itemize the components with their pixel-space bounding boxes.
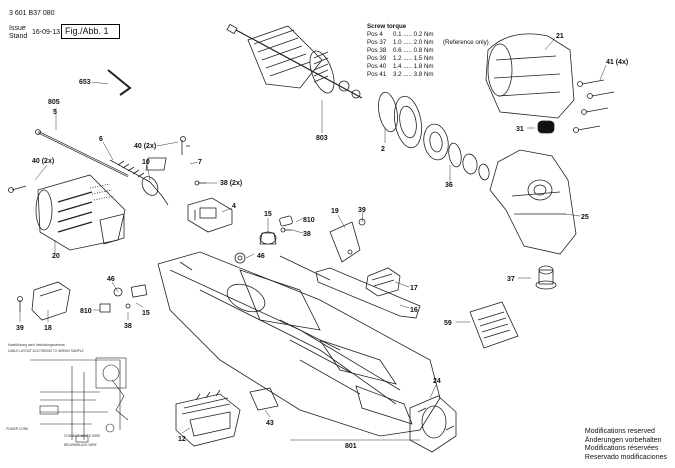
callout-12: 12 (178, 436, 186, 443)
callout-15b: 15 (142, 310, 150, 317)
callout-5: 5 (53, 109, 57, 116)
callout-38a: 38 (2x) (220, 180, 242, 187)
callout-801: 801 (345, 443, 357, 450)
clamping-screw-part (535, 265, 557, 290)
rubber-cap-part (537, 120, 555, 134)
gear-housing-cover-part (485, 33, 575, 119)
brush-holder-part (99, 284, 148, 313)
screw-part (17, 296, 23, 312)
callout-43: 43 (266, 420, 274, 427)
bearing-ring-part (378, 91, 490, 181)
callout-labels: 653 805 5 6 40 (2x) 7 10 40 (2x) 38 (2x)… (16, 33, 628, 450)
schematic-title-en: CABLE LAYOUT ACCORDING TO WIRING SAMPLE (8, 349, 84, 353)
cover-plate-part (329, 218, 366, 263)
motor-housing-part (35, 174, 126, 251)
gear-head-housing-part (489, 149, 577, 255)
screw-part (8, 185, 27, 193)
callout-40b: 40 (2x) (32, 158, 54, 165)
callout-24: 24 (433, 378, 441, 385)
nose-ring-part (409, 395, 457, 453)
callout-38c: 38 (124, 323, 132, 330)
vent-cover-part (469, 301, 519, 349)
modification-notes: Modifications reserved Änderungen vorbeh… (585, 428, 667, 462)
switch-rod-part (315, 267, 421, 319)
potentiometer-part (259, 215, 293, 245)
drive-shaft-part (35, 129, 129, 177)
issue-date: 16-09-13 (32, 29, 61, 36)
callout-15a: 15 (264, 211, 272, 218)
torque-table-title: Screw torque (367, 23, 407, 30)
callout-46a: 46 (257, 253, 265, 260)
brown-wire-label: BROWN/BLACK WIRE (64, 443, 97, 447)
thumbwheel-part (234, 252, 246, 264)
figure-label: Fig./Abb. 1 (61, 24, 120, 39)
callout-17: 17 (410, 285, 418, 292)
callout-19: 19 (331, 208, 339, 215)
note-line: Änderungen vorbehalten (584, 436, 662, 444)
callout-39a: 39 (358, 207, 366, 214)
flex-shaft-part (109, 159, 169, 206)
electronics-module-part (175, 389, 241, 447)
screw-part (194, 180, 292, 233)
note-line: Reservado modificaciones (584, 453, 667, 461)
callout-18: 18 (44, 325, 52, 332)
callout-40a: 40 (2x) (134, 143, 156, 150)
allen-key-part (107, 69, 132, 96)
stand-label: Stand (9, 33, 28, 40)
retainer-block-part (145, 136, 190, 171)
power-cord-label: POWER CORD (6, 427, 29, 431)
insulating-sheet-part (249, 387, 279, 411)
callout-31: 31 (516, 126, 524, 133)
armature-part (226, 23, 363, 99)
switch-slider-part (365, 267, 401, 297)
callout-10: 10 (142, 159, 150, 166)
callout-46b: 46 (107, 276, 115, 283)
callout-16: 16 (410, 307, 418, 314)
leader-lines (19, 37, 607, 441)
callout-25: 25 (581, 214, 589, 221)
callout-6: 6 (99, 136, 103, 143)
callout-59: 59 (444, 320, 452, 327)
note-line: Modifications reserved (584, 428, 655, 435)
callout-810a: 810 (303, 217, 315, 224)
callout-41: 41 (4x) (606, 59, 628, 66)
wiring-schematic (30, 357, 129, 443)
callout-805: 805 (48, 99, 60, 106)
switch-cover-part (31, 281, 71, 321)
screw-part (573, 79, 615, 133)
schematic-labels: Kabelführung nach Verbindungsschema CABL… (6, 343, 100, 447)
callout-38b: 38 (303, 231, 311, 238)
white-wire-label: CONNECT WHITE WIRE (64, 434, 100, 438)
issue-label: Issue (9, 25, 26, 32)
callout-37: 37 (507, 276, 515, 283)
callout-20: 20 (52, 253, 60, 260)
callout-21: 21 (556, 33, 564, 40)
callout-803: 803 (316, 135, 328, 142)
callout-4: 4 (232, 203, 236, 210)
document-number: 3 601 B37 080 (9, 10, 55, 17)
main-housing-part (157, 251, 441, 437)
switch-module-part (187, 197, 233, 233)
callout-36: 36 (445, 182, 453, 189)
callout-810b: 810 (80, 308, 92, 315)
schematic-title-de: Kabelführung nach Verbindungsschema (8, 343, 65, 347)
callout-7: 7 (198, 159, 202, 166)
callout-39b: 39 (16, 325, 24, 332)
note-line: Modifications réservées (584, 445, 659, 452)
callout-653: 653 (79, 79, 91, 86)
callout-2: 2 (381, 146, 385, 153)
